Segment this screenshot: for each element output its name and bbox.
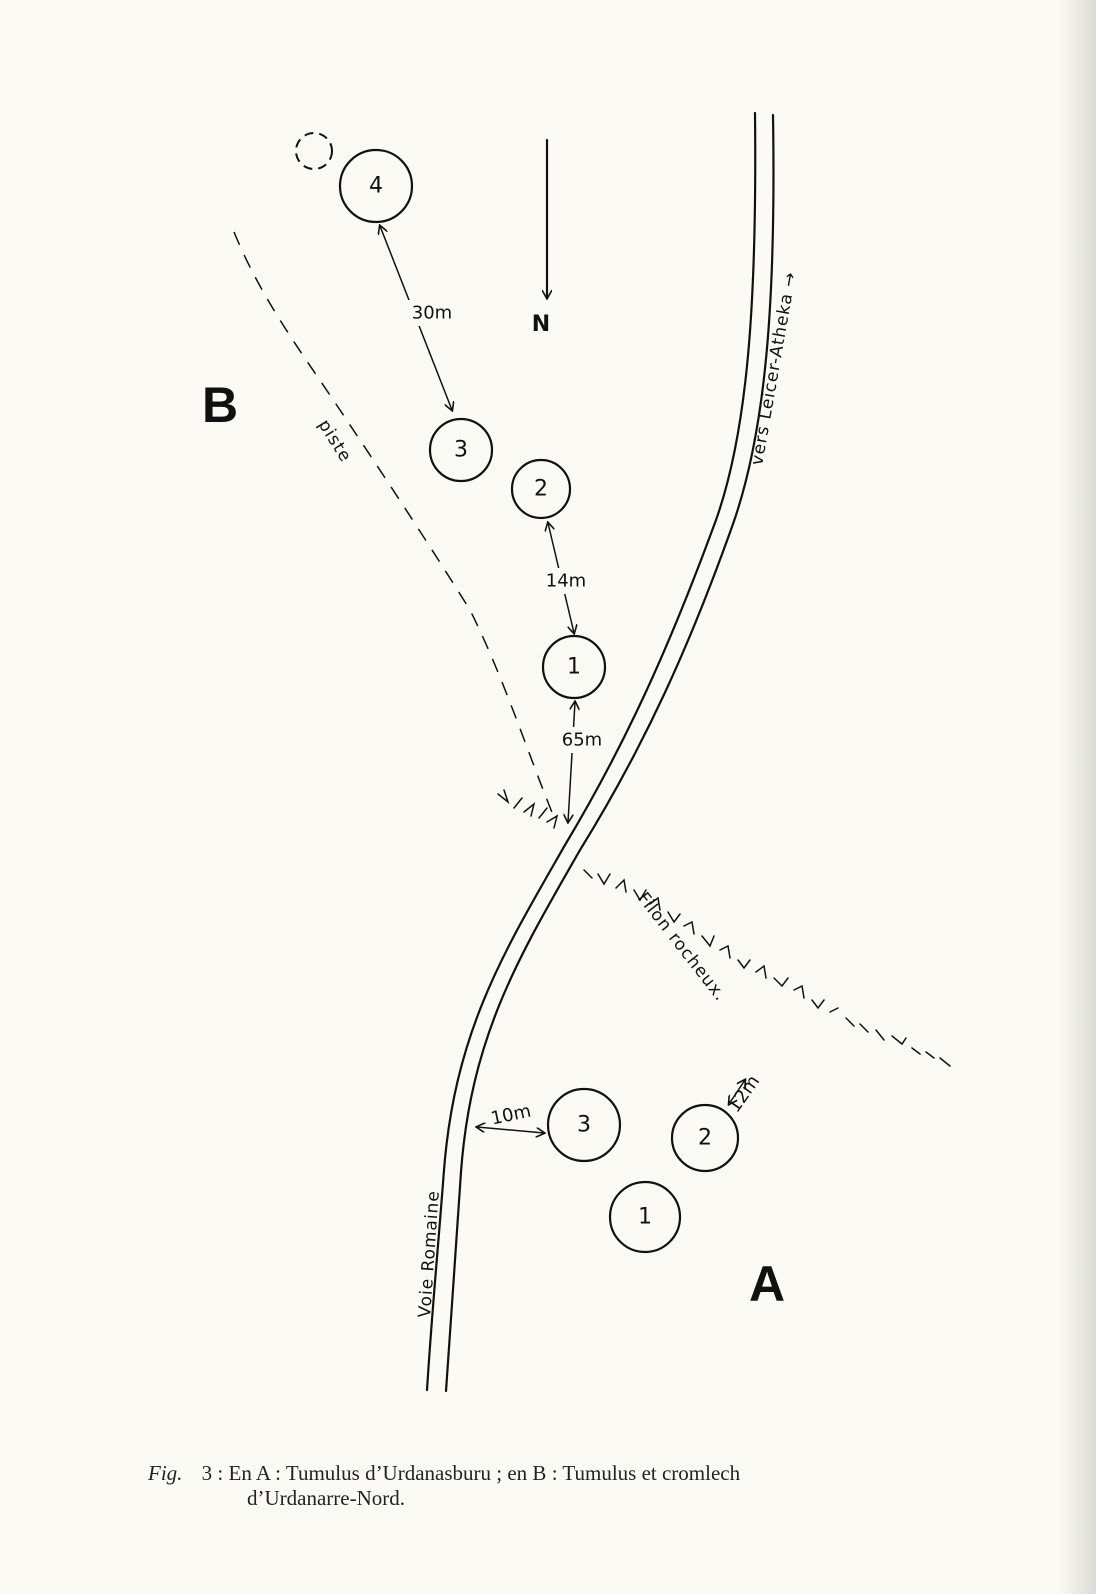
figure-number: 3: [201, 1461, 213, 1485]
mound-b3: 3: [428, 417, 494, 483]
rock-vein-hatching-south: [583, 869, 951, 1067]
svg-text:3: 3: [577, 1113, 591, 1138]
svg-text:4: 4: [369, 174, 383, 199]
mound-a1: 1: [608, 1180, 682, 1254]
site-sketch-map: N B A 4 3 2 1 3 2: [202, 111, 951, 1393]
roman-road-left-edge: [425, 111, 757, 1392]
mound-a2: 2: [670, 1103, 740, 1173]
distance-label-a2-ridge: 12m: [724, 1071, 764, 1116]
track-dashed-line: [233, 231, 557, 823]
track-label: piste: [314, 416, 356, 466]
roman-road-label: Voie Romaine: [415, 1190, 444, 1319]
distance-arrow-road-a3: [477, 1127, 544, 1133]
north-label: N: [532, 312, 550, 337]
distance-label-b2-b1: 14m: [546, 571, 586, 592]
distance-arrow-b1-road: [568, 702, 575, 822]
mound-b2: 2: [510, 458, 572, 520]
mound-b4: 4: [338, 148, 414, 224]
distance-label-b1-road: 65m: [562, 730, 602, 751]
svg-text:1: 1: [638, 1205, 652, 1230]
distance-label-b4-b3: 30m: [412, 303, 452, 324]
svg-text:2: 2: [698, 1126, 712, 1151]
caption-line-1: : En A : Tumulus d’Urdanasburu ; en B : …: [217, 1461, 741, 1485]
svg-text:3: 3: [454, 438, 468, 463]
section-label-a: A: [749, 1256, 785, 1312]
possible-cromlech-dashed-circle: [295, 132, 333, 170]
mound-a3: 3: [546, 1087, 622, 1163]
mound-b1: 1: [541, 634, 607, 700]
section-label-b: B: [202, 377, 238, 433]
svg-text:2: 2: [534, 477, 548, 502]
figure-caption: Fig. 3 : En A : Tumulus d’Urdanasburu ; …: [148, 1461, 968, 1511]
distance-label-road-a3: 10m: [489, 1101, 533, 1130]
figure-label: Fig.: [148, 1461, 183, 1485]
road-destination-label: vers Leicer-Atheka →: [747, 270, 801, 467]
roman-road-right-edge: [444, 113, 775, 1393]
caption-line-2: d’Urdanarre-Nord.: [247, 1486, 406, 1510]
svg-text:1: 1: [567, 655, 581, 680]
rock-vein-hatching-north: [497, 789, 559, 829]
rock-vein-label: Filon rocheux.: [633, 889, 730, 1006]
page-edge-shadow: [1058, 0, 1096, 1594]
distance-arrow-a2-ridge: [729, 1080, 745, 1104]
